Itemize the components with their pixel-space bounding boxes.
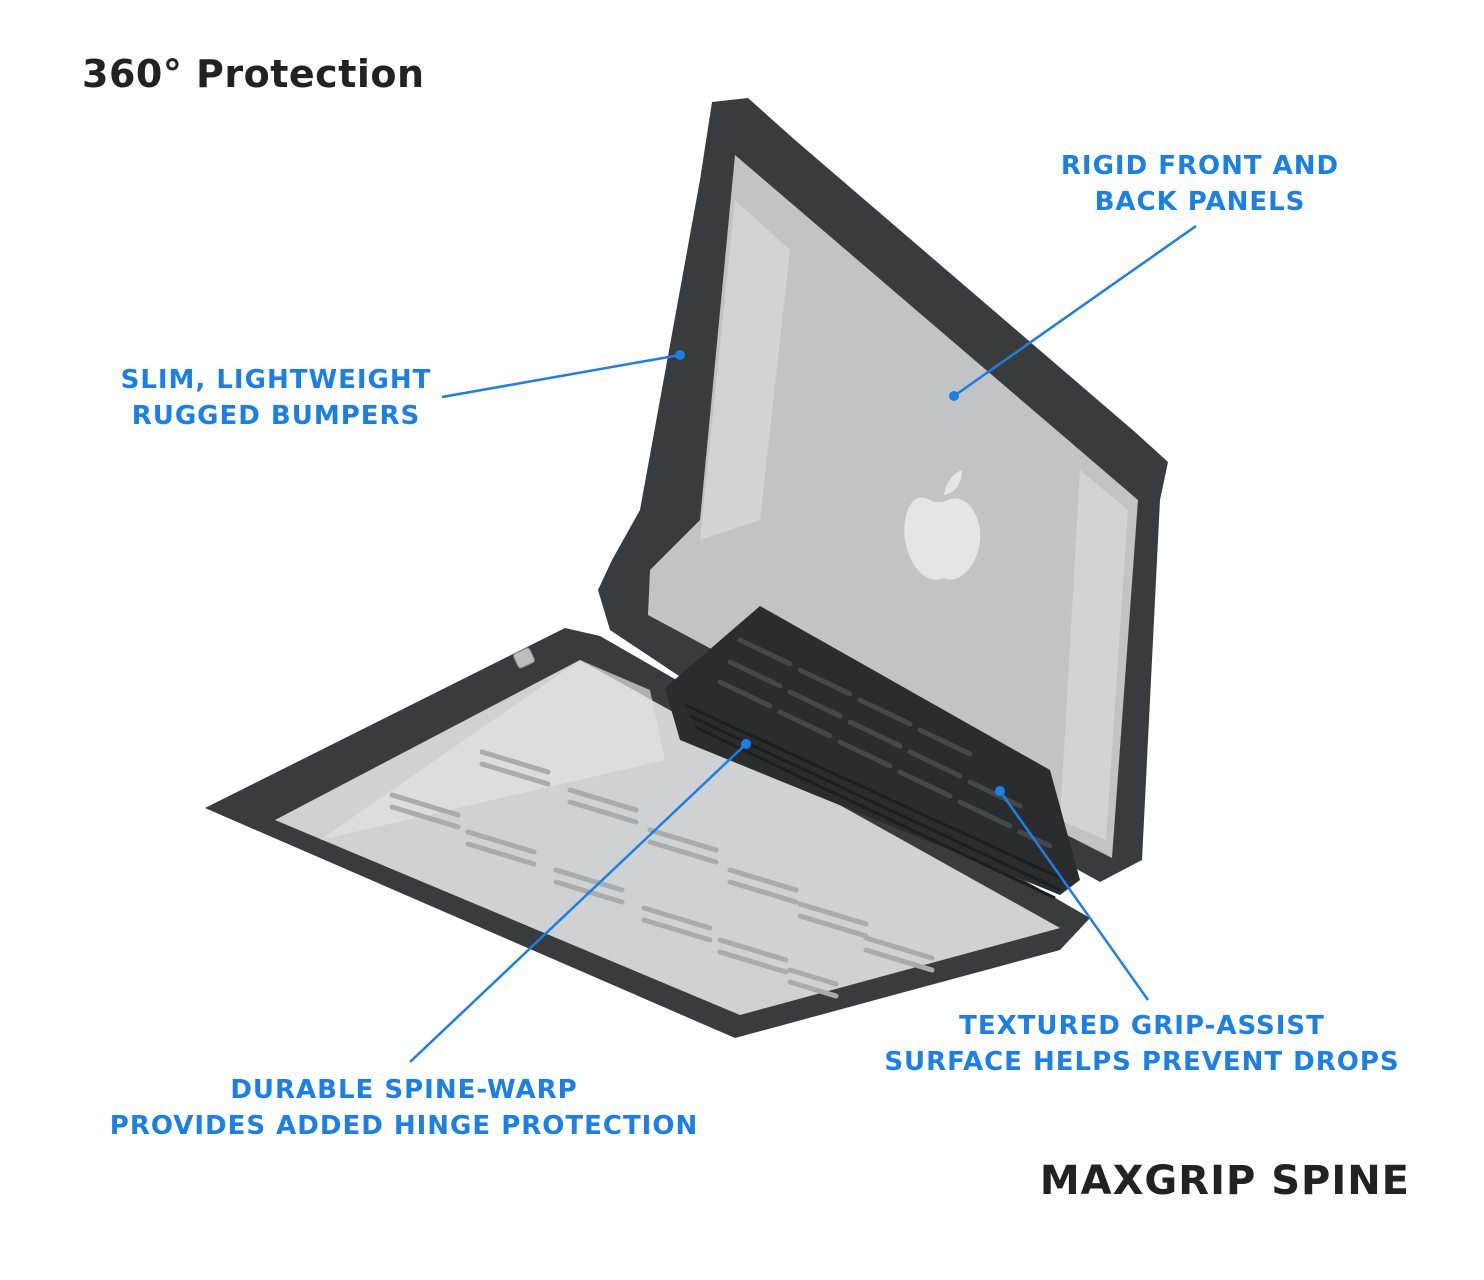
callout-grip-assist: TEXTURED GRIP-ASSIST SURFACE HELPS PREVE… bbox=[868, 1008, 1416, 1080]
callout-rigid-panels-line1: RIGID FRONT AND bbox=[1060, 151, 1340, 181]
callout-grip-assist-line2: SURFACE HELPS PREVENT DROPS bbox=[884, 1047, 1400, 1077]
apple-logo-icon bbox=[904, 470, 981, 580]
callout-rigid-panels: RIGID FRONT AND BACK PANELS bbox=[1040, 148, 1360, 220]
callout-bumpers-line1: SLIM, LIGHTWEIGHT bbox=[120, 365, 432, 395]
callout-spine-warp-line1: DURABLE SPINE-WARP bbox=[230, 1075, 578, 1105]
callout-rigid-panels-line2: BACK PANELS bbox=[1094, 187, 1306, 217]
callout-grip-assist-line1: TEXTURED GRIP-ASSIST bbox=[959, 1011, 1325, 1041]
callout-leaders bbox=[409, 224, 1197, 1063]
callout-spine-warp: DURABLE SPINE-WARP PROVIDES ADDED HINGE … bbox=[90, 1072, 718, 1144]
callout-spine-warp-line2: PROVIDES ADDED HINGE PROTECTION bbox=[109, 1111, 699, 1141]
brand-label: MAXGRIP SPINE bbox=[1039, 1158, 1410, 1204]
base-vent-grooves bbox=[389, 749, 935, 999]
page-title: 360° Protection bbox=[82, 52, 425, 96]
maxgrip-spine bbox=[665, 606, 1080, 900]
callout-bumpers: SLIM, LIGHTWEIGHT RUGGED BUMPERS bbox=[96, 362, 456, 434]
callout-bumpers-line2: RUGGED BUMPERS bbox=[131, 401, 421, 431]
